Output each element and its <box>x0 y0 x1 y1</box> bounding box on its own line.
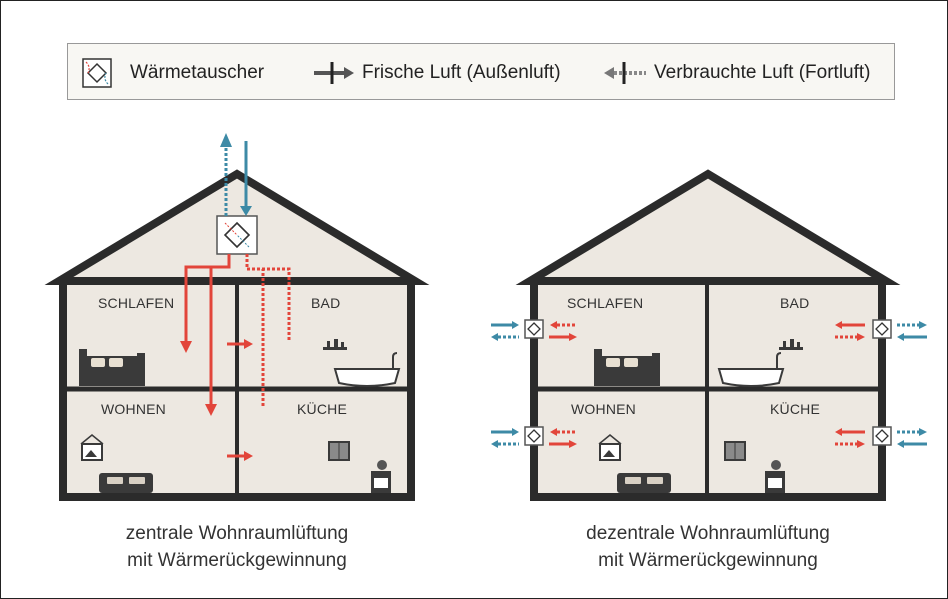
exhaust-air-arrow-icon <box>604 61 646 84</box>
left-caption-line1: zentrale Wohnraumlüftung <box>125 523 349 544</box>
left-room-label-bath: BAD <box>311 295 341 311</box>
left-caption: zentrale Wohnraumlüftung mit Wärmerückge… <box>87 520 387 574</box>
left-room-label-kitchen: KÜCHE <box>297 401 348 417</box>
right-room-label-kitchen: KÜCHE <box>770 401 821 417</box>
right-heat-exchanger-bedroom <box>524 319 544 339</box>
right-heat-exchanger-kitchen <box>872 426 892 446</box>
left-picture-icon <box>80 434 104 461</box>
left-stove-icon <box>371 460 391 493</box>
right-heat-exchanger-living <box>524 426 544 446</box>
fresh-air-arrow-icon <box>314 61 354 84</box>
legend-fresh-air-label: Frische Luft (Außenluft) <box>362 61 561 83</box>
right-roof <box>515 169 901 285</box>
legend-fresh-air: Frische Luft (Außenluft) <box>312 44 561 101</box>
right-room-label-bath: BAD <box>780 295 810 311</box>
left-cabinet-icon <box>328 441 350 461</box>
left-bathtub-icon <box>323 339 401 387</box>
right-living-air-arrows <box>491 428 577 448</box>
right-bathtub-icon <box>717 339 803 387</box>
right-caption-line1: dezentrale Wohnraumlüftung <box>586 523 830 544</box>
left-caption-line2: mit Wärmerückgewinnung <box>127 550 347 571</box>
right-picture-icon <box>598 434 622 461</box>
right-caption-line2: mit Wärmerückgewinnung <box>598 550 818 571</box>
left-heat-exchanger-icon <box>216 215 258 255</box>
left-room-label-living: WOHNEN <box>101 401 166 417</box>
left-sofa-icon <box>99 473 153 493</box>
right-sofa-icon <box>617 473 671 493</box>
right-cabinet-icon <box>724 441 746 461</box>
right-house <box>491 169 927 501</box>
right-bedroom-air-arrows <box>491 321 577 341</box>
legend-heat-exchanger: Wärmetauscher <box>82 44 264 101</box>
right-caption: dezentrale Wohnraumlüftung mit Wärmerück… <box>558 520 858 574</box>
right-stove-icon <box>765 460 785 493</box>
right-heat-exchanger-bath <box>872 319 892 339</box>
right-bath-air-arrows <box>835 321 927 341</box>
right-room-label-living: WOHNEN <box>571 401 636 417</box>
right-kitchen-air-arrows <box>835 428 927 448</box>
legend-box: Wärmetauscher Frische Luft (Außenluft) V… <box>67 43 895 100</box>
right-bed-icon <box>594 349 660 386</box>
left-room-label-bedroom: SCHLAFEN <box>98 295 175 311</box>
left-bed-icon <box>79 349 145 386</box>
legend-heat-exchanger-label: Wärmetauscher <box>130 61 265 83</box>
right-room-label-bedroom: SCHLAFEN <box>567 295 644 311</box>
legend-exhaust-air: Verbrauchte Luft (Fortluft) <box>602 44 871 101</box>
heat-exchanger-icon <box>82 57 112 88</box>
legend-exhaust-air-label: Verbrauchte Luft (Fortluft) <box>654 61 871 83</box>
left-house <box>44 133 430 501</box>
